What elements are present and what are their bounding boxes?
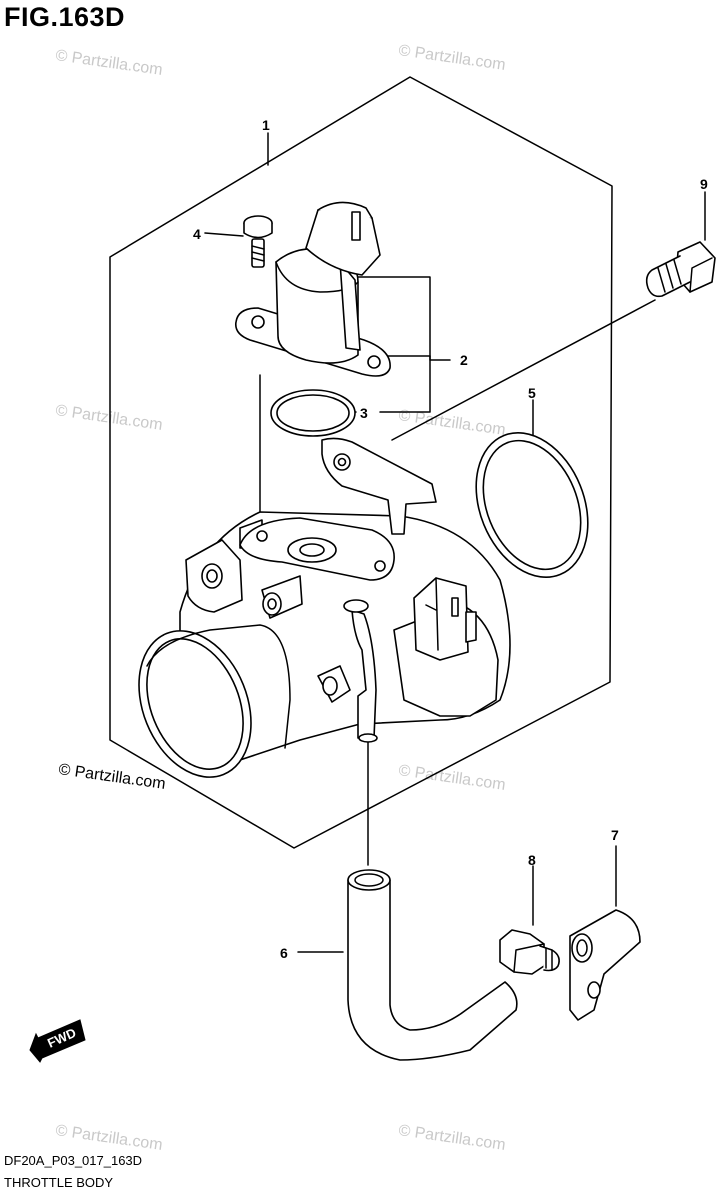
watermark-6: © Partzilla.com bbox=[54, 1122, 163, 1154]
watermark-2: © Partzilla.com bbox=[397, 42, 506, 74]
callout-1: 1 bbox=[262, 117, 270, 133]
gasket-part-5 bbox=[475, 431, 589, 579]
watermark-3: © Partzilla.com bbox=[54, 402, 163, 434]
callout-7: 7 bbox=[611, 827, 619, 843]
figure-caption: THROTTLE BODY bbox=[4, 1175, 114, 1190]
watermark-7: © Partzilla.com bbox=[397, 1122, 506, 1154]
callout-2: 2 bbox=[460, 352, 468, 368]
callout-9: 9 bbox=[700, 176, 708, 192]
assembly-box bbox=[109, 76, 613, 849]
throttle-body bbox=[138, 437, 511, 778]
sensor-part-2 bbox=[234, 201, 391, 377]
bolt-part-8 bbox=[499, 929, 560, 975]
figure-title: FIG.163D bbox=[4, 2, 126, 32]
fwd-direction-marker: FWD bbox=[29, 1019, 86, 1063]
screw-part-4 bbox=[243, 215, 273, 268]
hose-part-6 bbox=[347, 869, 518, 1061]
callout-4: 4 bbox=[193, 226, 201, 242]
bolt-part-9 bbox=[645, 241, 716, 298]
o-ring-part-3 bbox=[270, 389, 356, 437]
watermark-5: © Partzilla.com bbox=[397, 762, 506, 794]
callout-numbers: 1 2 3 4 5 6 7 8 9 bbox=[193, 117, 708, 961]
callout-8: 8 bbox=[528, 852, 536, 868]
callout-5: 5 bbox=[528, 385, 536, 401]
callout-6: 6 bbox=[280, 945, 288, 961]
callout-3: 3 bbox=[360, 405, 368, 421]
leader-lines bbox=[204, 132, 706, 953]
drawing-code: DF20A_P03_017_163D bbox=[4, 1153, 143, 1168]
clamp-part-7 bbox=[569, 909, 641, 1021]
watermark-dark: © Partzilla.com bbox=[57, 761, 166, 793]
watermark-1: © Partzilla.com bbox=[54, 47, 163, 79]
